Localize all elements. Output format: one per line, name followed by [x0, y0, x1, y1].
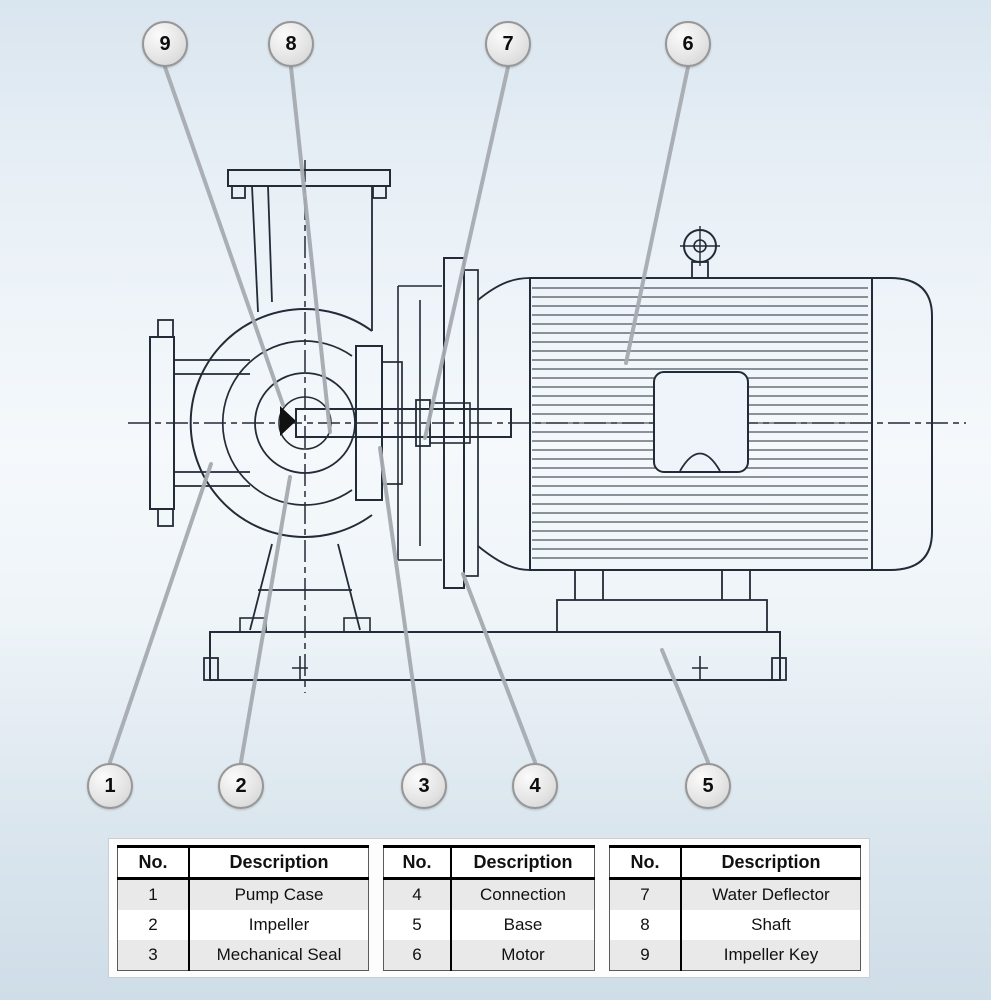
- mechanical-seal-housing: [355, 345, 403, 501]
- parts-table-1: No. Description 1 Pump Case 2 Impeller 3…: [117, 845, 369, 971]
- no-column-header: No.: [383, 845, 452, 880]
- part-no-cell: 7: [609, 878, 682, 910]
- callout-7: 7: [485, 21, 531, 67]
- callout-label: 7: [502, 32, 514, 55]
- callout-5: 5: [685, 763, 731, 809]
- callout-label: 3: [418, 774, 430, 797]
- callout-label: 1: [104, 774, 116, 797]
- part-no-cell: 1: [117, 878, 190, 910]
- callout-label: 9: [159, 32, 171, 55]
- part-no-cell: 2: [117, 910, 190, 940]
- part-no-cell: 4: [383, 878, 452, 910]
- description-column-header: Description: [451, 845, 595, 880]
- callout-1: 1: [87, 763, 133, 809]
- part-description-cell: Water Deflector: [712, 885, 830, 904]
- callout-3: 3: [401, 763, 447, 809]
- motor-end-cap: [872, 277, 933, 571]
- connection-flange: [443, 257, 531, 589]
- table-header-row: No. Description: [117, 845, 369, 880]
- table-row: 3 Mechanical Seal: [117, 940, 369, 971]
- motor-terminal-box: [653, 371, 749, 473]
- description-column-header: Description: [681, 845, 861, 880]
- callout-label: 2: [235, 774, 247, 797]
- table-header-row: No. Description: [609, 845, 861, 880]
- part-no-cell: 9: [609, 940, 682, 971]
- part-description-cell: Base: [503, 915, 543, 934]
- table-row: 7 Water Deflector: [609, 878, 861, 910]
- description-column-header: Description: [189, 845, 369, 880]
- callout-6: 6: [665, 21, 711, 67]
- table-row: 4 Connection: [383, 878, 595, 910]
- part-description-cell: Connection: [479, 885, 566, 904]
- callout-label: 4: [529, 774, 541, 797]
- table-row: 9 Impeller Key: [609, 940, 861, 971]
- suction-flange: [149, 319, 250, 527]
- part-description-cell: Mechanical Seal: [216, 945, 342, 964]
- leader-line-7: [423, 65, 510, 440]
- table-row: 2 Impeller: [117, 910, 369, 940]
- part-description-cell: Pump Case: [234, 885, 324, 904]
- table-row: 1 Pump Case: [117, 878, 369, 910]
- parts-tables-panel: No. Description 1 Pump Case 2 Impeller 3…: [108, 838, 870, 978]
- bearing-bracket: [397, 285, 442, 561]
- callout-4: 4: [512, 763, 558, 809]
- leader-line-6: [624, 65, 690, 365]
- part-no-cell: 3: [117, 940, 190, 971]
- leader-lines: [108, 65, 710, 764]
- table-row: 6 Motor: [383, 940, 595, 971]
- callout-8: 8: [268, 21, 314, 67]
- table-header-row: No. Description: [383, 845, 595, 880]
- leader-line-2: [239, 475, 292, 764]
- callout-9: 9: [142, 21, 188, 67]
- table-row: 8 Shaft: [609, 910, 861, 940]
- pump-case-volute: [189, 308, 373, 538]
- leader-line-3: [378, 446, 426, 764]
- part-no-cell: 8: [609, 910, 682, 940]
- callout-2: 2: [218, 763, 264, 809]
- leader-line-4: [461, 572, 537, 764]
- callout-label: 8: [285, 32, 297, 55]
- part-description-cell: Shaft: [751, 915, 791, 934]
- leader-line-1: [108, 462, 213, 764]
- leader-line-8: [289, 65, 332, 434]
- motor-feet: [556, 570, 768, 633]
- parts-table-3: No. Description 7 Water Deflector 8 Shaf…: [609, 845, 861, 971]
- table-row: 5 Base: [383, 910, 595, 940]
- impeller-key: [280, 406, 296, 436]
- leader-line-5: [660, 648, 710, 764]
- no-column-header: No.: [609, 845, 682, 880]
- part-no-cell: 6: [383, 940, 452, 971]
- part-no-cell: 5: [383, 910, 452, 940]
- part-description-cell: Impeller Key: [723, 945, 819, 964]
- leader-line-9: [163, 65, 285, 407]
- part-description-cell: Motor: [501, 945, 545, 964]
- part-description-cell: Impeller: [248, 915, 310, 934]
- callout-label: 5: [702, 774, 714, 797]
- discharge-flange: [227, 169, 391, 331]
- lifting-eye-bolt: [680, 226, 720, 279]
- parts-table-2: No. Description 4 Connection 5 Base 6 Mo…: [383, 845, 595, 971]
- base-frame: [203, 631, 787, 681]
- callout-label: 6: [682, 32, 694, 55]
- no-column-header: No.: [117, 845, 190, 880]
